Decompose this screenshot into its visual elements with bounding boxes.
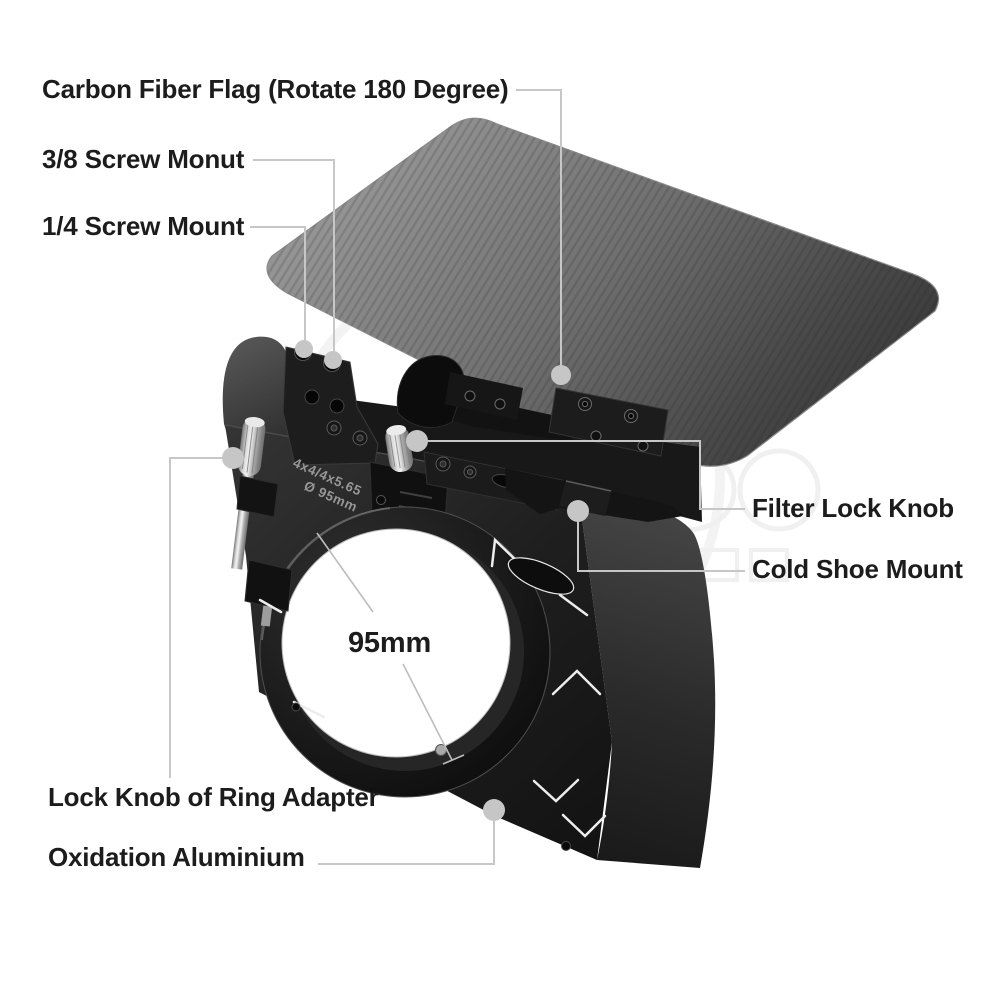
label-filter-lock-knob: Filter Lock Knob bbox=[752, 493, 954, 523]
marker-dots bbox=[222, 340, 589, 821]
leader-screw-14 bbox=[250, 226, 306, 348]
marker-screw-38 bbox=[324, 351, 342, 369]
marker-screw-14 bbox=[295, 340, 313, 358]
label-screw-mount-14: 1/4 Screw Mount bbox=[42, 211, 245, 241]
marker-filter-lock bbox=[406, 430, 428, 452]
leader-carbon-fiber-flag bbox=[516, 89, 562, 375]
bar-screws bbox=[464, 390, 649, 452]
label-screw-mount-38: 3/8 Screw Monut bbox=[42, 144, 245, 174]
leader-filter-lock bbox=[417, 440, 745, 510]
leader-cold-shoe bbox=[577, 511, 745, 572]
label-oxidation-aluminium: Oxidation Aluminium bbox=[48, 842, 305, 872]
label-ring-adapter-lock-knob: Lock Knob of Ring Adapter bbox=[48, 782, 379, 812]
face-screws bbox=[291, 702, 571, 851]
face-accent-lines bbox=[258, 537, 607, 838]
ring-adapter-lock-knob bbox=[231, 416, 293, 627]
flag-flip-lever bbox=[396, 355, 465, 429]
flag-mount-assembly bbox=[396, 355, 669, 457]
marker-carbon-fiber-flag bbox=[551, 365, 571, 385]
label-carbon-fiber-flag: Carbon Fiber Flag (Rotate 180 Degree) bbox=[42, 74, 509, 104]
leader-lines bbox=[169, 89, 745, 865]
body-side-wall bbox=[578, 489, 716, 868]
diameter-indicator-line bbox=[316, 532, 465, 765]
leader-oxidation bbox=[318, 810, 495, 865]
leader-ring-lock bbox=[169, 457, 233, 778]
silver-knob bbox=[385, 425, 414, 472]
label-cold-shoe-mount: Cold Shoe Mount bbox=[752, 554, 963, 584]
marker-cold-shoe bbox=[567, 500, 589, 522]
leader-screw-38 bbox=[253, 159, 335, 359]
marker-oxidation bbox=[483, 799, 505, 821]
label-lens-diameter: 95mm bbox=[348, 627, 432, 659]
marker-ring-lock bbox=[222, 447, 244, 469]
lens-opening bbox=[281, 528, 511, 758]
